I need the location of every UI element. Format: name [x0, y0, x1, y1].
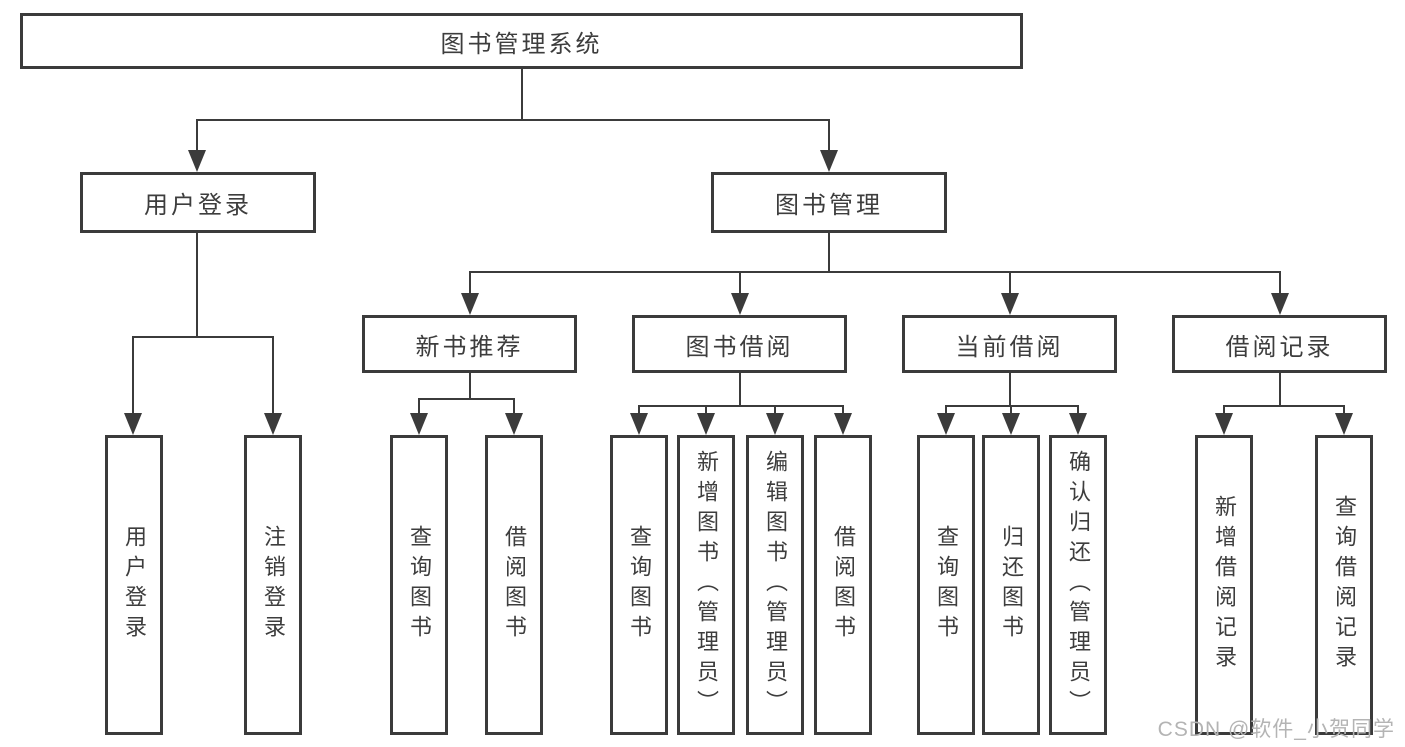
connector-line	[1223, 405, 1225, 415]
leaf-borrow-books: 借阅图书	[814, 435, 872, 735]
arrow-down-icon	[937, 413, 955, 435]
leaf-query-books-recommend: 查询图书	[390, 435, 448, 735]
connector-line	[132, 336, 134, 415]
connector-line	[638, 405, 640, 415]
node-current-borrowing-label: 当前借阅	[955, 333, 1064, 361]
arrow-down-icon	[1335, 413, 1353, 435]
connector-line	[469, 271, 1281, 273]
leaf-return-book: 归还图书	[982, 435, 1040, 735]
node-book-management: 图书管理	[711, 172, 947, 233]
connector-line	[945, 405, 1079, 407]
arrow-down-icon	[820, 150, 838, 172]
arrow-down-icon	[697, 413, 715, 435]
connector-line	[418, 398, 515, 400]
connector-line	[638, 405, 844, 407]
root-node: 图书管理系统	[20, 13, 1023, 69]
arrow-down-icon	[731, 293, 749, 315]
leaf-add-book-admin: 新增图书（管理员）	[677, 435, 735, 735]
connector-line	[945, 405, 947, 415]
arrow-down-icon	[505, 413, 523, 435]
leaf-query-borrow-record-label: 查询借阅记录	[1332, 495, 1357, 675]
arrow-down-icon	[188, 150, 206, 172]
arrow-down-icon	[1002, 413, 1020, 435]
connector-line	[1009, 373, 1011, 406]
arrow-down-icon	[766, 413, 784, 435]
arrow-down-icon	[834, 413, 852, 435]
leaf-edit-book-admin-label: 编辑图书（管理员）	[763, 450, 788, 720]
arrow-down-icon	[124, 413, 142, 435]
arrow-down-icon	[264, 413, 282, 435]
leaf-add-borrow-record: 新增借阅记录	[1195, 435, 1253, 735]
node-book-management-label: 图书管理	[775, 192, 883, 219]
leaf-confirm-return-admin: 确认归还（管理员）	[1049, 435, 1107, 735]
arrow-down-icon	[1001, 293, 1019, 315]
leaf-add-borrow-record-label: 新增借阅记录	[1212, 495, 1237, 675]
connector-line	[272, 336, 274, 415]
connector-line	[513, 398, 515, 415]
leaf-borrow-books-recommend-label: 借阅图书	[502, 525, 527, 645]
connector-line	[1223, 405, 1345, 407]
node-book-borrowing-label: 图书借阅	[685, 333, 794, 361]
connector-line	[842, 405, 844, 415]
connector-line	[132, 336, 274, 338]
node-borrowing-records: 借阅记录	[1172, 315, 1387, 373]
leaf-return-book-label: 归还图书	[999, 525, 1024, 645]
connector-line	[1279, 373, 1281, 406]
node-borrowing-records-label: 借阅记录	[1225, 333, 1334, 361]
arrow-down-icon	[1215, 413, 1233, 435]
node-user-login: 用户登录	[80, 172, 316, 233]
leaf-query-books-borrowing: 查询图书	[610, 435, 668, 735]
arrow-down-icon	[1271, 293, 1289, 315]
connector-line	[739, 271, 741, 295]
leaf-query-books-recommend-label: 查询图书	[407, 525, 432, 645]
leaf-query-books-current: 查询图书	[917, 435, 975, 735]
connector-line	[196, 119, 830, 121]
leaf-user-login-label: 用户登录	[122, 525, 147, 645]
node-book-borrowing: 图书借阅	[632, 315, 847, 373]
connector-line	[469, 271, 471, 295]
connector-line	[196, 233, 198, 337]
arrow-down-icon	[630, 413, 648, 435]
csdn-watermark: CSDN @软件_小贺同学	[1157, 718, 1395, 741]
node-new-book-recommend: 新书推荐	[362, 315, 577, 373]
connector-line	[828, 233, 830, 273]
connector-line	[774, 405, 776, 415]
connector-line	[1010, 405, 1012, 415]
connector-line	[828, 119, 830, 152]
connector-line	[418, 398, 420, 415]
connector-line	[705, 405, 707, 415]
arrow-down-icon	[1069, 413, 1087, 435]
connector-line	[1077, 405, 1079, 415]
leaf-confirm-return-admin-label: 确认归还（管理员）	[1066, 450, 1091, 720]
leaf-borrow-books-recommend: 借阅图书	[485, 435, 543, 735]
leaf-query-books-current-label: 查询图书	[934, 525, 959, 645]
leaf-user-login: 用户登录	[105, 435, 163, 735]
connector-line	[1343, 405, 1345, 415]
node-current-borrowing: 当前借阅	[902, 315, 1117, 373]
leaf-query-books-borrowing-label: 查询图书	[627, 525, 652, 645]
connector-line	[1279, 271, 1281, 295]
leaf-logout: 注销登录	[244, 435, 302, 735]
leaf-add-book-admin-label: 新增图书（管理员）	[694, 450, 719, 720]
connector-line	[739, 373, 741, 406]
connector-line	[1009, 271, 1011, 295]
leaf-query-borrow-record: 查询借阅记录	[1315, 435, 1373, 735]
connector-line	[196, 119, 198, 152]
leaf-logout-label: 注销登录	[261, 525, 286, 645]
root-node-label: 图书管理系统	[440, 30, 603, 58]
node-new-book-recommend-label: 新书推荐	[415, 333, 524, 361]
leaf-edit-book-admin: 编辑图书（管理员）	[746, 435, 804, 735]
arrow-down-icon	[410, 413, 428, 435]
connector-line	[521, 68, 523, 120]
connector-line	[469, 373, 471, 399]
node-user-login-label: 用户登录	[144, 192, 252, 219]
leaf-borrow-books-label: 借阅图书	[831, 525, 856, 645]
arrow-down-icon	[461, 293, 479, 315]
